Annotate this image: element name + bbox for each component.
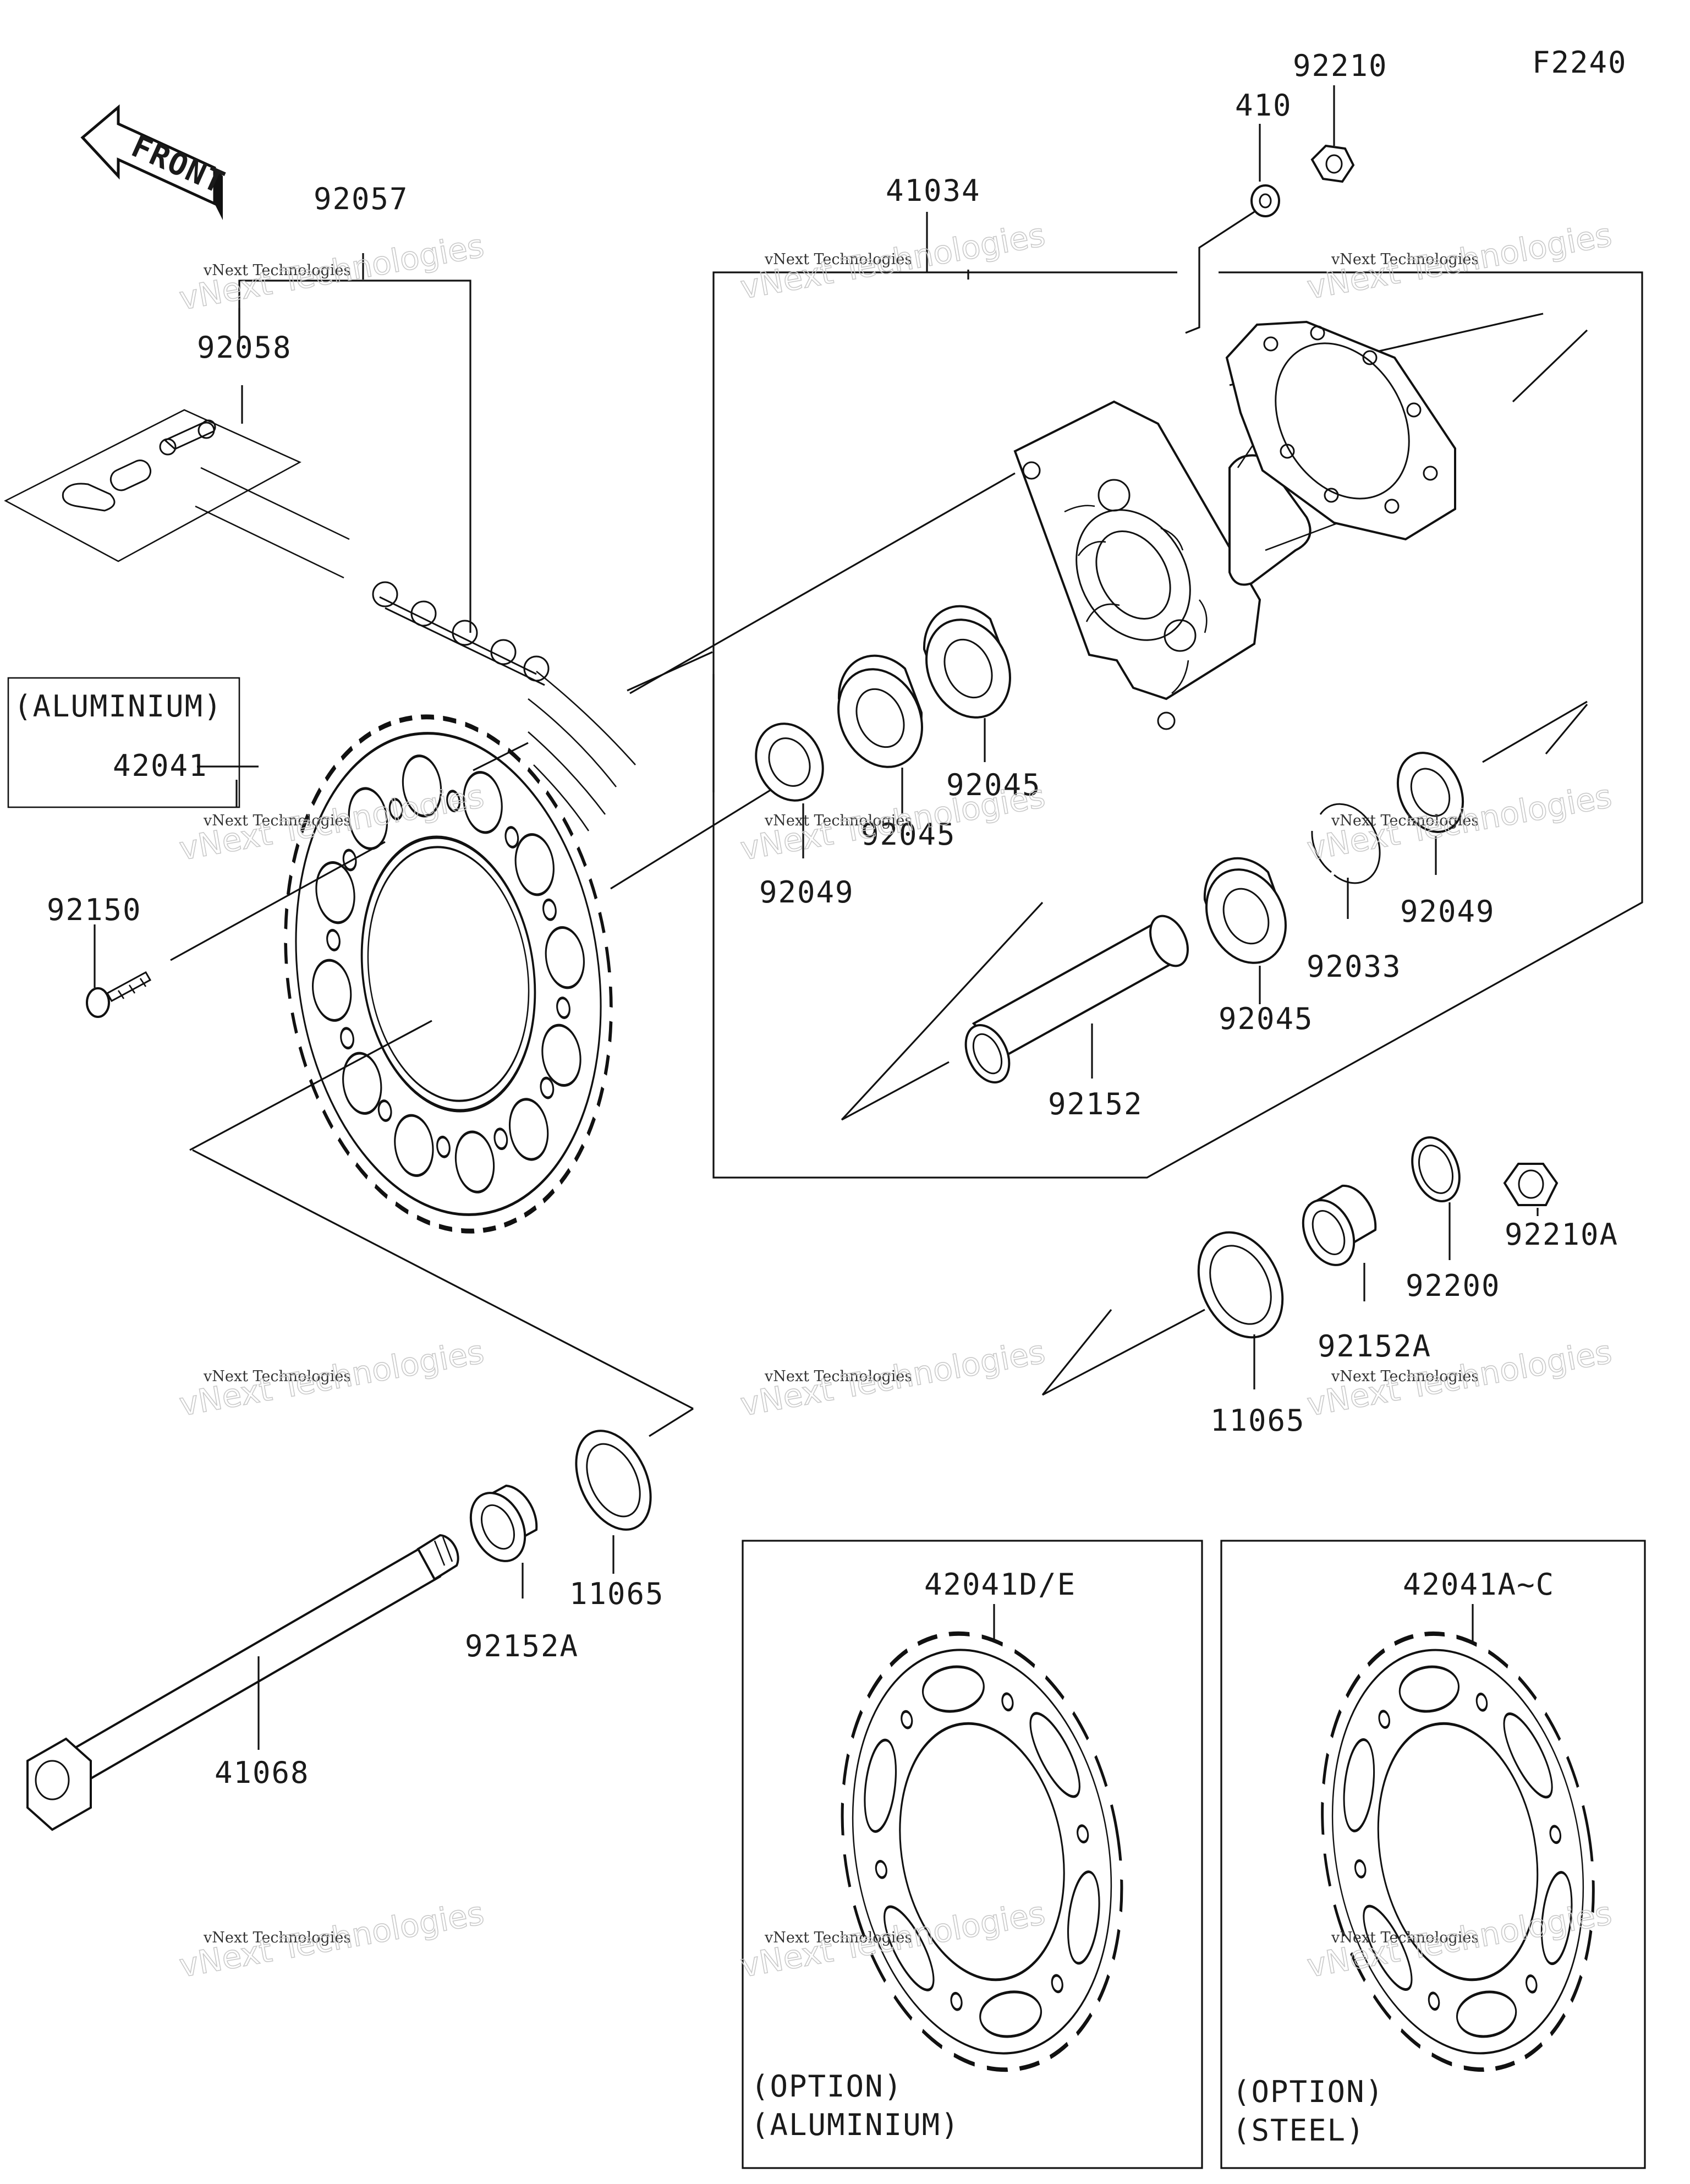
label-42041AC: 42041A~C	[1403, 1567, 1555, 1602]
svg-text:vNext Technologies: vNext Technologies	[203, 262, 351, 279]
label-92045-a: 92045	[946, 768, 1041, 802]
option-steel-box	[1220, 1540, 1646, 2169]
label-92210: 92210	[1293, 48, 1388, 83]
svg-text:vNext Technologies: vNext Technologies	[177, 1333, 487, 1423]
nut-icon	[1310, 144, 1355, 183]
bolt-icon	[86, 971, 152, 1018]
label-410: 410	[1235, 88, 1292, 123]
note-option-1: (OPTION)	[751, 2069, 903, 2104]
label-92210A: 92210A	[1505, 1217, 1618, 1252]
svg-text:vNext Technologies: vNext Technologies	[203, 812, 351, 829]
svg-text:vNext Technologies: vNext Technologies	[738, 1333, 1048, 1423]
hub-box	[712, 271, 1643, 1179]
circlip-icon	[1311, 803, 1381, 884]
oil-seal-icon	[575, 1430, 652, 1531]
label-92152: 92152	[1048, 1087, 1143, 1121]
label-92045-c: 92045	[1219, 1001, 1314, 1036]
axle-icon	[26, 1534, 459, 1831]
bearing-icon	[923, 605, 1011, 719]
chain-icon	[195, 467, 550, 686]
label-92049-a: 92049	[759, 875, 854, 910]
option-aluminium-box	[742, 1540, 1203, 2169]
label-92058: 92058	[197, 330, 292, 365]
svg-text:vNext Technologies: vNext Technologies	[1304, 216, 1615, 306]
bearing-icon	[837, 654, 923, 768]
svg-text:vNext Technologies: vNext Technologies	[203, 1368, 351, 1385]
label-92150: 92150	[47, 893, 142, 927]
svg-text:vNext Technologies: vNext Technologies	[1331, 1929, 1479, 1946]
washer-icon	[1250, 184, 1280, 217]
svg-text:vNext Technologies: vNext Technologies	[738, 216, 1048, 306]
label-92049-b: 92049	[1400, 894, 1495, 929]
wheel-hub	[629, 313, 1588, 730]
svg-text:vNext Technologies: vNext Technologies	[1331, 812, 1479, 829]
chain-group	[4, 253, 636, 831]
note-option-2-material: (STEEL)	[1232, 2113, 1365, 2148]
note-option-2: (OPTION)	[1232, 2074, 1384, 2109]
label-92045-b: 92045	[861, 817, 956, 852]
label-11065-b: 11065	[569, 1577, 665, 1611]
nut-icon	[1503, 1163, 1559, 1206]
label-92200: 92200	[1406, 1268, 1501, 1303]
collar-icon	[964, 915, 1189, 1083]
note-aluminium: (ALUMINIUM)	[14, 689, 223, 724]
svg-text:vNext Technologies: vNext Technologies	[1331, 1368, 1479, 1385]
front-arrow-icon: FRONT	[80, 104, 231, 220]
washer-icon	[1411, 1136, 1461, 1203]
svg-text:vNext Technologies: vNext Technologies	[203, 1929, 351, 1946]
label-42041: 42041	[113, 748, 208, 783]
label-42041DE: 42041D/E	[924, 1567, 1076, 1602]
rear-sprocket	[284, 714, 613, 1234]
svg-text:vNext Technologies: vNext Technologies	[177, 1894, 487, 1984]
svg-text:vNext Technologies: vNext Technologies	[1331, 251, 1479, 268]
label-92152A-b: 92152A	[465, 1629, 579, 1663]
oil-seal-icon	[1396, 752, 1464, 833]
label-92033: 92033	[1307, 949, 1402, 984]
collar-icon	[1302, 1184, 1377, 1266]
svg-text:vNext Technologies: vNext Technologies	[764, 1929, 912, 1946]
option-sprocket-aluminium	[841, 1631, 1123, 2072]
label-11065-a: 11065	[1210, 1403, 1305, 1438]
aluminium-box	[7, 677, 240, 808]
svg-text:vNext Technologies: vNext Technologies	[764, 1368, 912, 1385]
label-41034: 41034	[886, 173, 981, 208]
label-41068: 41068	[215, 1755, 310, 1790]
svg-text:vNext Technologies: vNext Technologies	[764, 812, 912, 829]
note-option-1-material: (ALUMINIUM)	[751, 2108, 960, 2142]
svg-text:vNext Technologies: vNext Technologies	[764, 251, 912, 268]
front-label: FRONT	[126, 128, 231, 201]
bearing-icon	[1203, 857, 1287, 964]
master-link-icon	[62, 419, 216, 512]
label-92152A-a: 92152A	[1318, 1329, 1431, 1364]
collar-icon	[469, 1484, 538, 1562]
svg-text:vNext Technologies: vNext Technologies	[177, 227, 487, 317]
option-sprocket-steel	[1321, 1631, 1595, 2072]
oil-seal-icon	[1197, 1231, 1284, 1339]
diagram-code: F2240	[1532, 45, 1627, 80]
label-92057: 92057	[314, 182, 409, 216]
oil-seal-icon	[755, 722, 824, 802]
